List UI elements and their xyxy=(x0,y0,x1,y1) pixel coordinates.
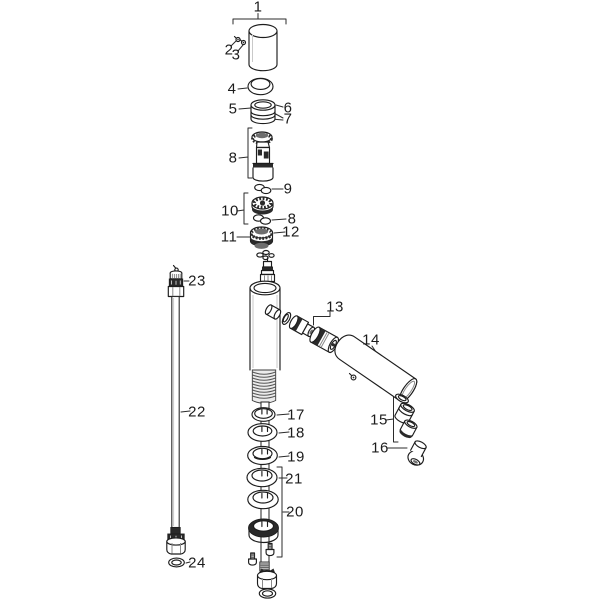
part-4-ring xyxy=(247,77,274,96)
part-label-6: 6 xyxy=(283,99,293,117)
outlet-washer xyxy=(258,588,277,599)
callout-leader-lines xyxy=(180,13,408,564)
outlet-nut xyxy=(256,568,278,590)
part-label-22: 22 xyxy=(188,403,206,421)
part-5-6-7-seal-stack xyxy=(250,99,276,125)
part-10-knurled-disc xyxy=(251,196,274,215)
valve-stem xyxy=(259,257,276,283)
part-label-14: 14 xyxy=(362,331,380,349)
part-15-aerator-set xyxy=(394,393,418,439)
part-13-connector-set xyxy=(264,304,340,354)
part-21-o-ring xyxy=(246,467,278,488)
part-label-4: 4 xyxy=(227,80,237,98)
part-11-12-aerator xyxy=(249,226,274,249)
part-label-18: 18 xyxy=(287,424,305,442)
part-17-o-ring xyxy=(251,407,276,422)
part-1-handle xyxy=(248,23,278,72)
supply-pipe-nut xyxy=(166,533,186,555)
part-label-8-b: 8 xyxy=(287,210,297,228)
part-label-11: 11 xyxy=(220,228,238,246)
part-20-fixation-set xyxy=(247,489,279,566)
part-9-o-rings xyxy=(254,183,272,195)
part-label-2: 2 xyxy=(224,41,234,59)
part-label-20: 20 xyxy=(286,503,304,521)
part-8-cartridge xyxy=(251,131,274,182)
part-label-7: 7 xyxy=(283,110,293,128)
part-23-pipe-fitting xyxy=(167,264,185,298)
part-label-16: 16 xyxy=(371,439,389,457)
part-label-9: 9 xyxy=(283,180,293,198)
part-label-12: 12 xyxy=(282,223,300,241)
part-label-19: 19 xyxy=(287,448,305,466)
part-label-5: 5 xyxy=(228,100,238,118)
part-label-10: 10 xyxy=(221,202,239,220)
part-16-angled-outlet xyxy=(407,440,427,466)
retainer-clip xyxy=(256,249,275,261)
part-24-washer xyxy=(168,557,185,568)
part-8-o-rings-lower xyxy=(252,214,272,225)
part-19-seal-ring xyxy=(247,445,278,466)
part-label-3: 3 xyxy=(231,46,241,64)
part-label-24: 24 xyxy=(188,554,206,572)
part-label-13: 13 xyxy=(326,298,344,316)
part-label-17: 17 xyxy=(287,406,305,424)
part-18-washer xyxy=(247,423,278,442)
part-2-3-screws xyxy=(233,35,247,46)
part-label-1: 1 xyxy=(253,0,263,16)
part-label-23: 23 xyxy=(188,272,206,290)
part-label-21: 21 xyxy=(285,470,303,488)
part-label-15: 15 xyxy=(370,411,388,429)
part-label-8: 8 xyxy=(228,149,238,167)
part-22-supply-pipe xyxy=(170,295,181,535)
